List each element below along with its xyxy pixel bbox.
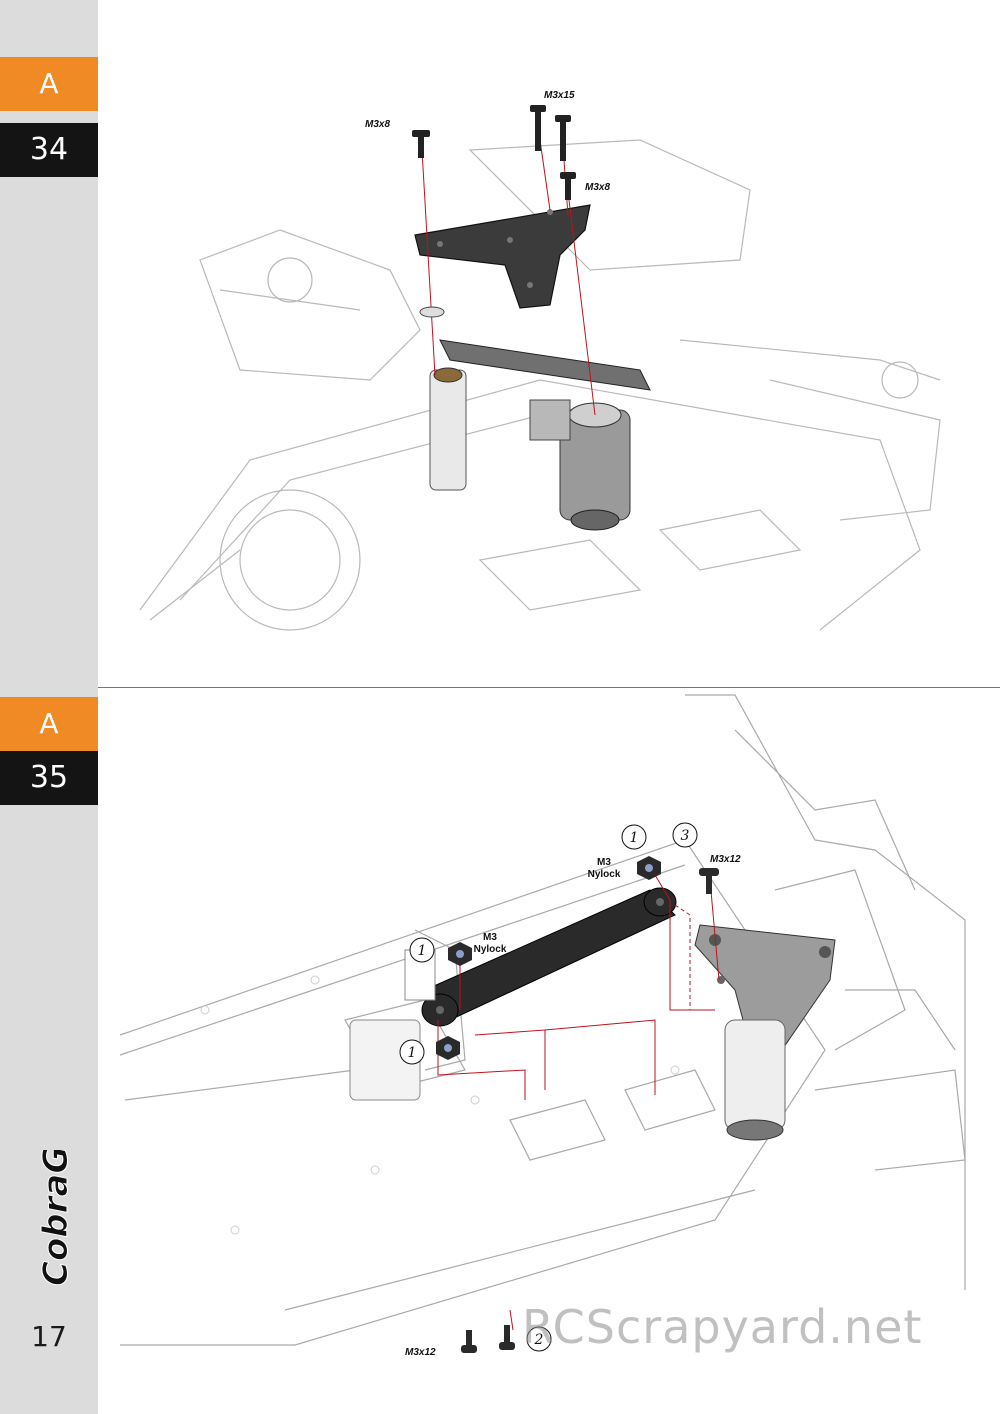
marker-2-bottom-icon: 2 xyxy=(526,1326,552,1352)
shock-tower-part xyxy=(414,204,591,309)
screw-m3x12-bottom-left-icon xyxy=(461,1330,477,1353)
callout-m3x12-bottom: M3x12 xyxy=(405,1347,436,1358)
step-34-diagram: M3x8 M3x15 M3x8 xyxy=(139,90,941,631)
callout-nylock-top: Nylock xyxy=(588,869,621,880)
marker-1-middle-icon: 1 xyxy=(409,937,435,963)
svg-text:3: 3 xyxy=(681,828,690,844)
steering-link-part xyxy=(439,339,651,391)
svg-text:1: 1 xyxy=(418,943,427,959)
callout-m3x8-left: M3x8 xyxy=(365,119,390,130)
steering-rack-part xyxy=(421,887,677,1027)
screw-m3x15-icon xyxy=(530,105,546,151)
marker-3-top-icon: 3 xyxy=(672,822,698,848)
watermark: RCScrapyard.net xyxy=(522,1300,923,1354)
step-34-section-letter: A xyxy=(0,57,98,111)
shock-body-part xyxy=(429,367,467,491)
callout-m3-middle: M3 xyxy=(483,932,497,943)
step-35-number: 35 xyxy=(0,751,98,805)
nylock-nut-left-icon xyxy=(448,942,472,966)
nylock-nut-top-icon xyxy=(637,856,661,880)
step-35-section-letter: A xyxy=(0,697,98,751)
callout-m3x12-top: M3x12 xyxy=(710,854,741,865)
step-34-number: 34 xyxy=(0,123,98,177)
step-markers: 1 3 1 1 2 xyxy=(399,822,698,1352)
screw-m3x12-top-icon xyxy=(699,868,719,894)
callout-m3x15: M3x15 xyxy=(544,90,575,101)
screw-m3x12-bottom-right-icon xyxy=(499,1325,515,1350)
red-guide-lines xyxy=(421,139,596,416)
section-divider xyxy=(98,687,1000,688)
nylock-nut-lower-icon xyxy=(436,1036,460,1060)
washer-icon xyxy=(419,306,445,318)
marker-1-lower-icon: 1 xyxy=(399,1039,425,1065)
cobra-gte-logo: CobraGTe xyxy=(36,1150,77,1287)
page-number: 17 xyxy=(31,1320,67,1353)
callout-m3-top: M3 xyxy=(597,857,611,868)
callout-nylock-middle: Nylock xyxy=(474,944,507,955)
svg-text:1: 1 xyxy=(630,830,639,846)
chassis-linework xyxy=(139,139,941,631)
chassis-plate-linework xyxy=(119,694,966,1346)
fasteners xyxy=(436,856,719,1353)
step-35-diagram: 1 3 1 1 2 M3 Nylock M3 Nylock M3x12 M3x1… xyxy=(119,694,966,1358)
callout-m3x8-right: M3x8 xyxy=(585,182,610,193)
mounting-holes xyxy=(200,975,680,1235)
screw-m3x8-right-icon xyxy=(560,172,576,200)
screw-m3x15-second-icon xyxy=(555,115,571,161)
svg-text:1: 1 xyxy=(408,1045,417,1061)
svg-text:2: 2 xyxy=(534,1332,544,1348)
marker-1-top-icon: 1 xyxy=(621,824,647,850)
screw-m3x8-left-icon xyxy=(412,130,430,158)
screws xyxy=(412,105,576,200)
logo-text: CobraGTe xyxy=(36,1150,76,1286)
servo-saver-part xyxy=(529,399,631,531)
